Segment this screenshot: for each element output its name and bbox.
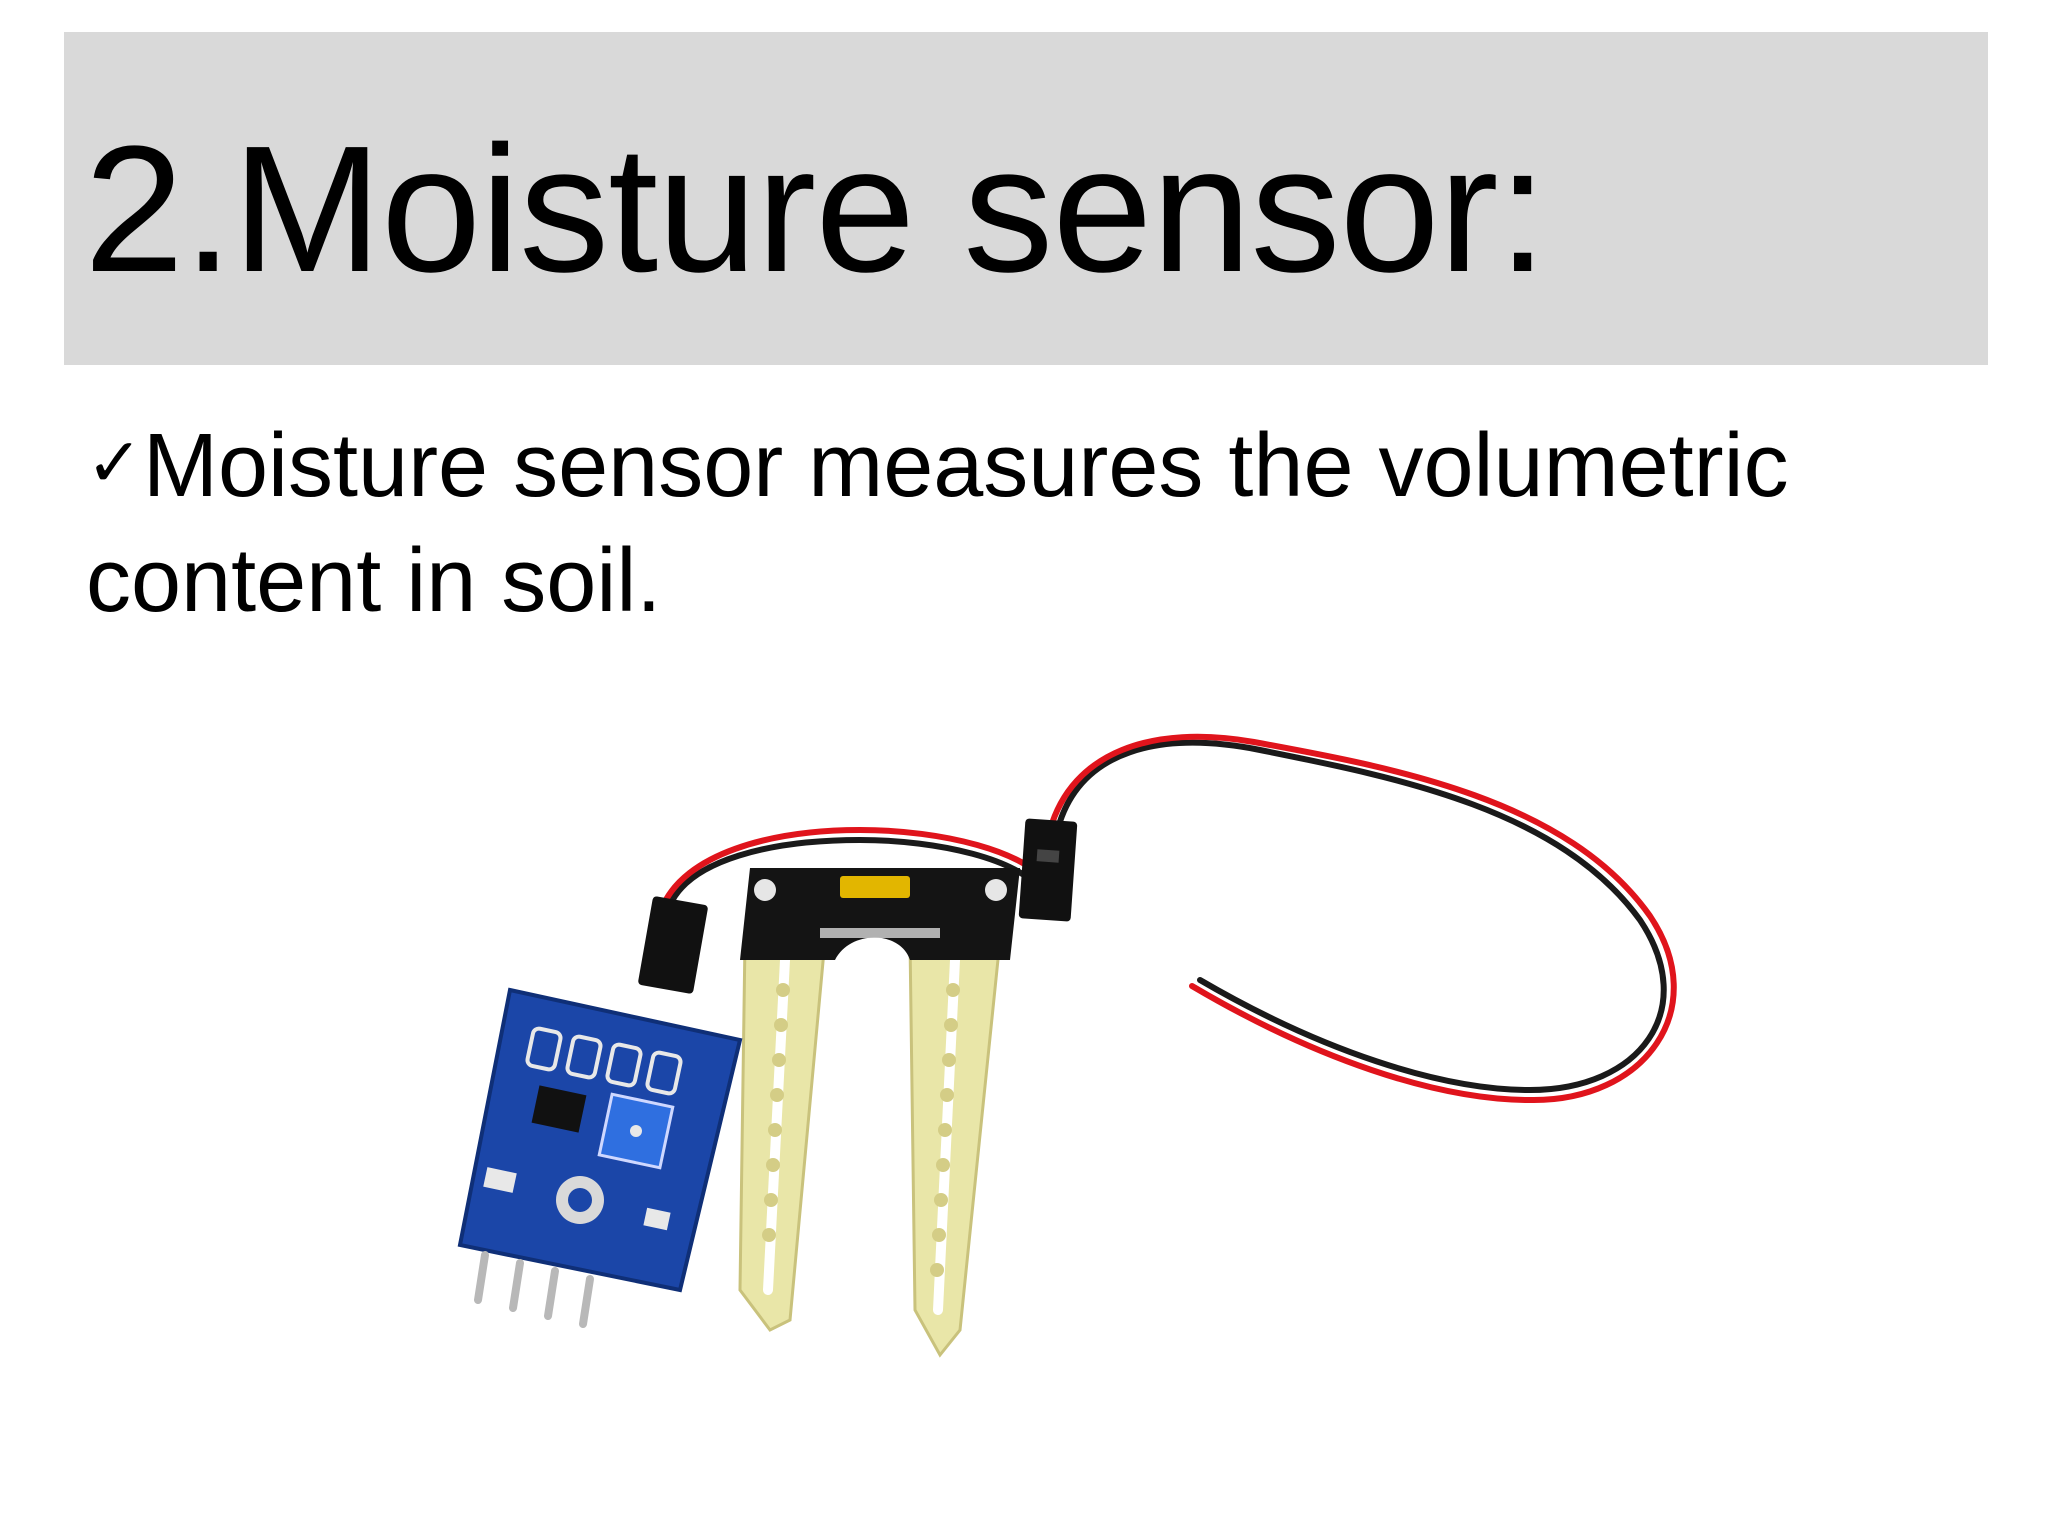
probe-connector xyxy=(1018,818,1078,922)
wire-short xyxy=(659,826,1051,910)
wire-loop xyxy=(1047,733,1677,1104)
bullet-text: Moisture sensor measures the volumetric … xyxy=(86,416,1789,631)
module-connector xyxy=(638,896,708,994)
checkmark-icon: ✓ xyxy=(86,425,143,501)
header-pins xyxy=(474,1251,594,1328)
moisture-sensor-image xyxy=(457,733,1677,1358)
probe-right-prong xyxy=(908,938,1002,1358)
title-bar: 2.Moisture sensor: xyxy=(64,32,1988,365)
bullet-item: ✓Moisture sensor measures the volumetric… xyxy=(86,412,1966,635)
sensor-module-board xyxy=(457,987,743,1293)
probe-head xyxy=(740,868,1020,960)
probe-left-prong xyxy=(738,938,827,1332)
slide-title: 2.Moisture sensor: xyxy=(84,109,1548,310)
